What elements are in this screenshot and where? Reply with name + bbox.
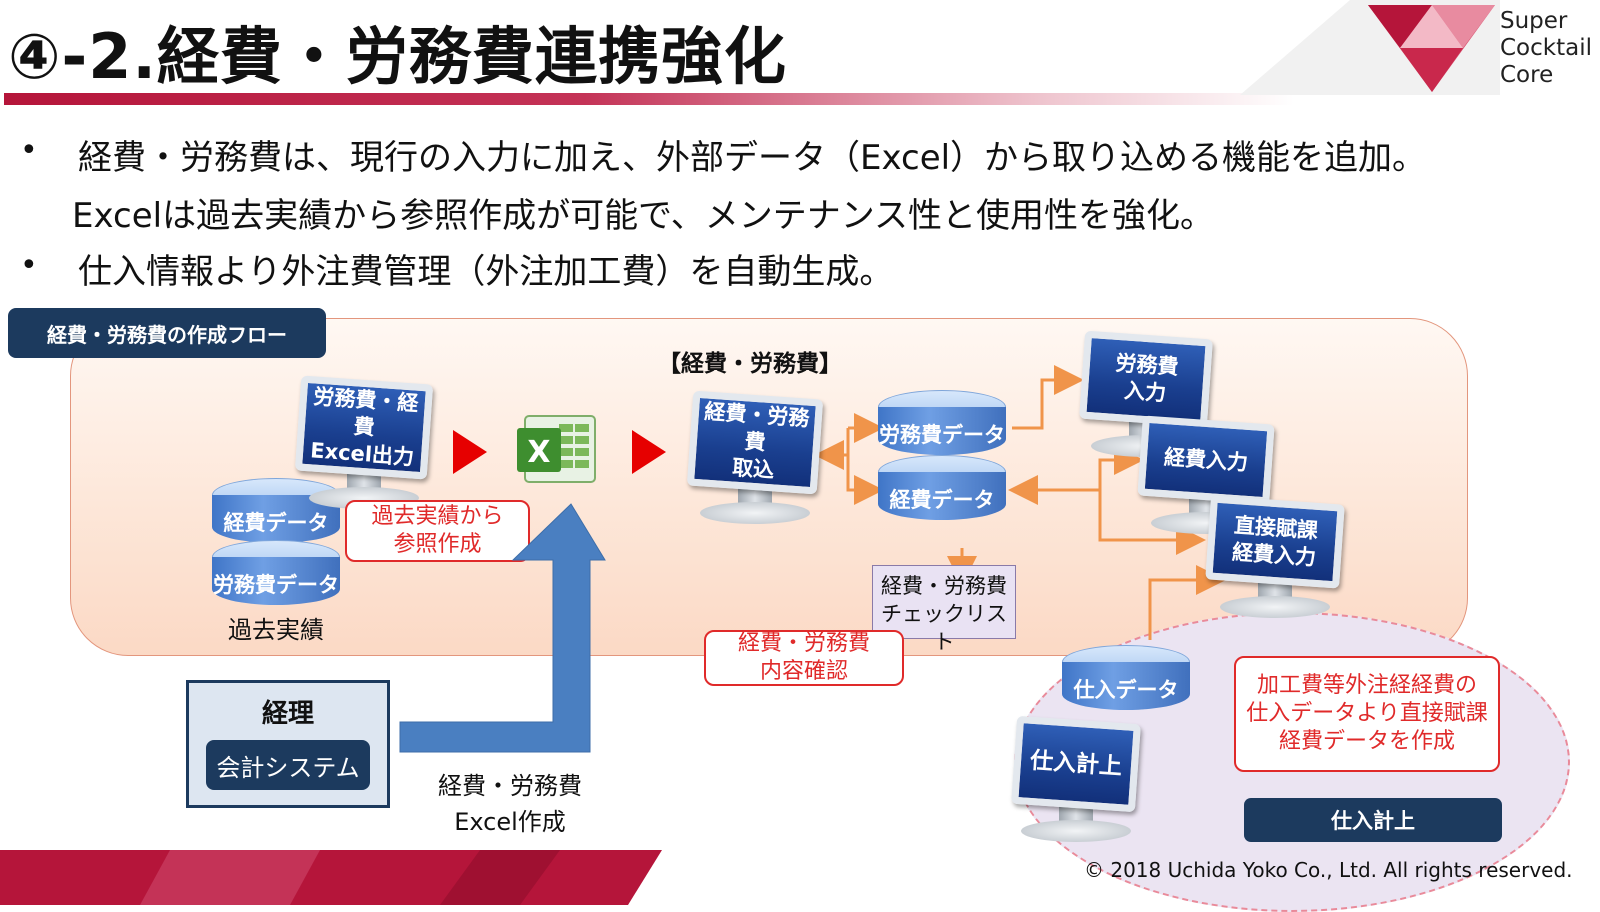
page-title: ④-2.経費・労務費連携強化 [8, 20, 787, 93]
flow-header: 経費・労務費の作成フロー [8, 308, 326, 358]
accounting-title: 経理 [261, 699, 314, 729]
bullet-marker: • [20, 248, 38, 283]
past-expense-db: 経費データ [212, 478, 340, 543]
bullet-1-line-1: 経費・労務費は、現行の入力に加え、外部データ（Excel）から取り込める機能を追… [78, 138, 1427, 178]
past-results-label: 過去実績 [228, 616, 324, 644]
excel-icon: X [517, 415, 596, 483]
excel-create-label: 経費・労務費 Excel作成 [438, 772, 582, 836]
import-monitor: 経費・労務費 取込 [686, 390, 824, 524]
purchase-db: 仕入データ [1062, 645, 1190, 710]
copyright-footer: © 2018 Uchida Yoko Co., Ltd. All rights … [1084, 858, 1573, 882]
bullet-marker: • [20, 133, 38, 168]
flow-arrow-icon [632, 430, 666, 474]
reference-create-note: 過去実績から 参照作成 [345, 500, 530, 562]
footer-band [0, 850, 662, 905]
accounting-box: 経理 会計システム [186, 680, 390, 808]
flow-arrow-icon [453, 430, 487, 474]
expense-db: 経費データ [878, 455, 1006, 520]
logo-mark [1240, 0, 1500, 95]
svg-text:X: X [527, 435, 550, 470]
labor-cost-db: 労務費データ [878, 390, 1006, 455]
checklist-document: 経費・労務費 チェックリスト [872, 565, 1016, 654]
section-label: 【経費・労務費】 [658, 351, 842, 377]
purchase-note: 加工費等外注経経費の 仕入データより直接賦課 経費データを作成 [1234, 656, 1500, 772]
logo-text: Super Cocktail Core [1500, 8, 1592, 88]
bullet-2-line-1: 仕入情報より外注費管理（外注加工費）を自動生成。 [78, 252, 894, 292]
bullet-1-line-2: Excelは過去実績から参照作成が可能で、メンテナンス性と使用性を強化。 [72, 196, 1215, 236]
past-labor-db: 労務費データ [212, 540, 340, 605]
title-underline [4, 93, 1294, 105]
content-confirm-note: 経費・労務費 内容確認 [704, 630, 904, 686]
excel-output-monitor: 労務費・経費 Excel出力 [294, 375, 434, 509]
accounting-system-button[interactable]: 会計システム [206, 740, 370, 790]
purchase-posting-tag: 仕入計上 [1244, 798, 1502, 842]
excel-create-arrow [399, 503, 606, 753]
direct-expense-input-monitor: 直接賦課 経費入力 [1205, 495, 1345, 618]
purchase-posting-monitor: 仕入計上 [1011, 715, 1141, 842]
